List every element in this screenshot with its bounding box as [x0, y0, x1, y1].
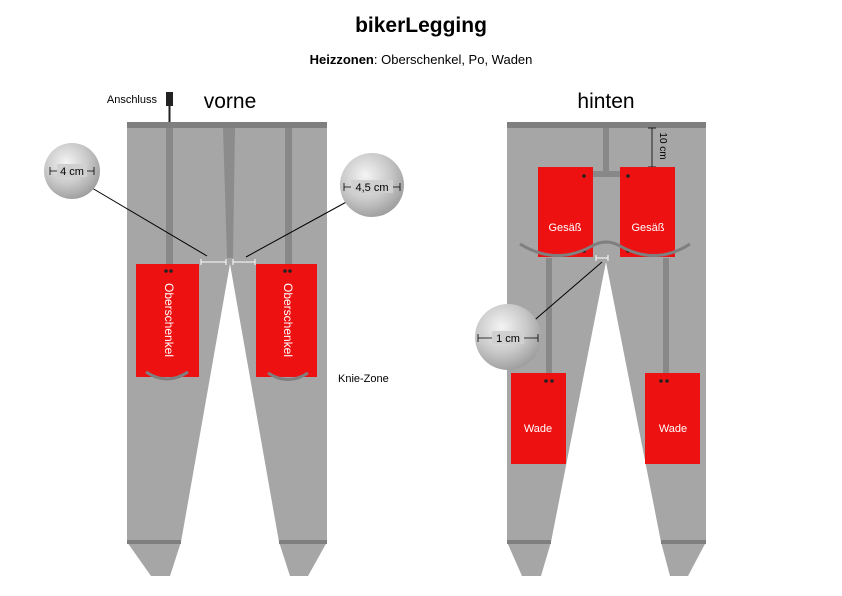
heater-calf-right: Wade: [645, 373, 700, 464]
back-seat-bridge: [565, 171, 647, 177]
front-hem-right: [279, 540, 327, 544]
diagram-title: bikerLegging: [355, 14, 487, 37]
heater-seat-left: Gesäß: [538, 167, 593, 257]
connector-label: Anschluss: [107, 94, 158, 106]
callout-line-right: [245, 199, 351, 258]
back-view: hinten 10 cm Gesäß Gesäß: [475, 90, 706, 576]
knee-arc-left: [145, 370, 189, 381]
front-hem-left: [127, 540, 181, 544]
subtitle-text: Oberschenkel, Po, Waden: [381, 52, 533, 67]
heater-thigh-left: Oberschenkel: [136, 264, 199, 377]
back-hem-left: [507, 540, 551, 544]
front-view: vorne Anschluss Oberschenkel Obersc: [44, 90, 404, 576]
subtitle-separator: :: [373, 52, 382, 67]
seat-arc: [519, 240, 691, 257]
back-gap-dim: [595, 255, 609, 261]
callout-bubble-1cm: 1 cm: [475, 304, 541, 370]
callout-bubble-4cm: 4 cm: [44, 143, 100, 199]
heater-thigh-right: Oberschenkel: [256, 264, 317, 377]
front-legging-body: [127, 122, 327, 576]
heater-seat-right: Gesäß: [620, 167, 675, 257]
callout-line-left: [91, 187, 208, 257]
heater-thigh-left-label: Oberschenkel: [162, 283, 176, 357]
dim-label-4-5cm: 4,5 cm: [355, 182, 388, 194]
knee-zone-label: Knie-Zone: [338, 373, 389, 385]
front-gap-dim-left: [200, 259, 227, 265]
back-hem-right: [661, 540, 706, 544]
heater-calf-left: Wade: [511, 373, 566, 464]
callout-bubble-4-5cm: 4,5 cm: [340, 153, 404, 217]
knee-arc-right: [267, 371, 309, 381]
heater-seat-left-label: Gesäß: [548, 222, 581, 234]
back-wire-left: [546, 258, 552, 374]
diagram-subtitle: Heizzonen: Oberschenkel, Po, Waden: [0, 52, 842, 67]
waist-dim-label: 10 cm: [657, 132, 668, 159]
subtitle-label: Heizzonen: [309, 52, 374, 67]
front-wire-left: [166, 128, 173, 264]
heater-thigh-right-label: Oberschenkel: [281, 283, 295, 357]
dim-label-1cm: 1 cm: [496, 333, 520, 345]
back-title: hinten: [577, 90, 634, 113]
connector-icon: [166, 92, 173, 122]
front-waistband: [127, 122, 327, 128]
heater-calf-left-label: Wade: [524, 423, 552, 435]
front-title: vorne: [204, 90, 257, 113]
back-wire-right: [663, 258, 669, 374]
heater-seat-right-label: Gesäß: [631, 222, 664, 234]
back-center-seam: [603, 128, 609, 172]
callout-line-back: [529, 261, 603, 325]
back-waistband: [507, 122, 706, 128]
heater-calf-right-label: Wade: [659, 423, 687, 435]
front-center-seam: [223, 128, 235, 258]
front-wire-right: [285, 128, 292, 264]
front-gap-dim-right: [232, 259, 256, 265]
dim-label-4cm: 4 cm: [60, 166, 84, 178]
